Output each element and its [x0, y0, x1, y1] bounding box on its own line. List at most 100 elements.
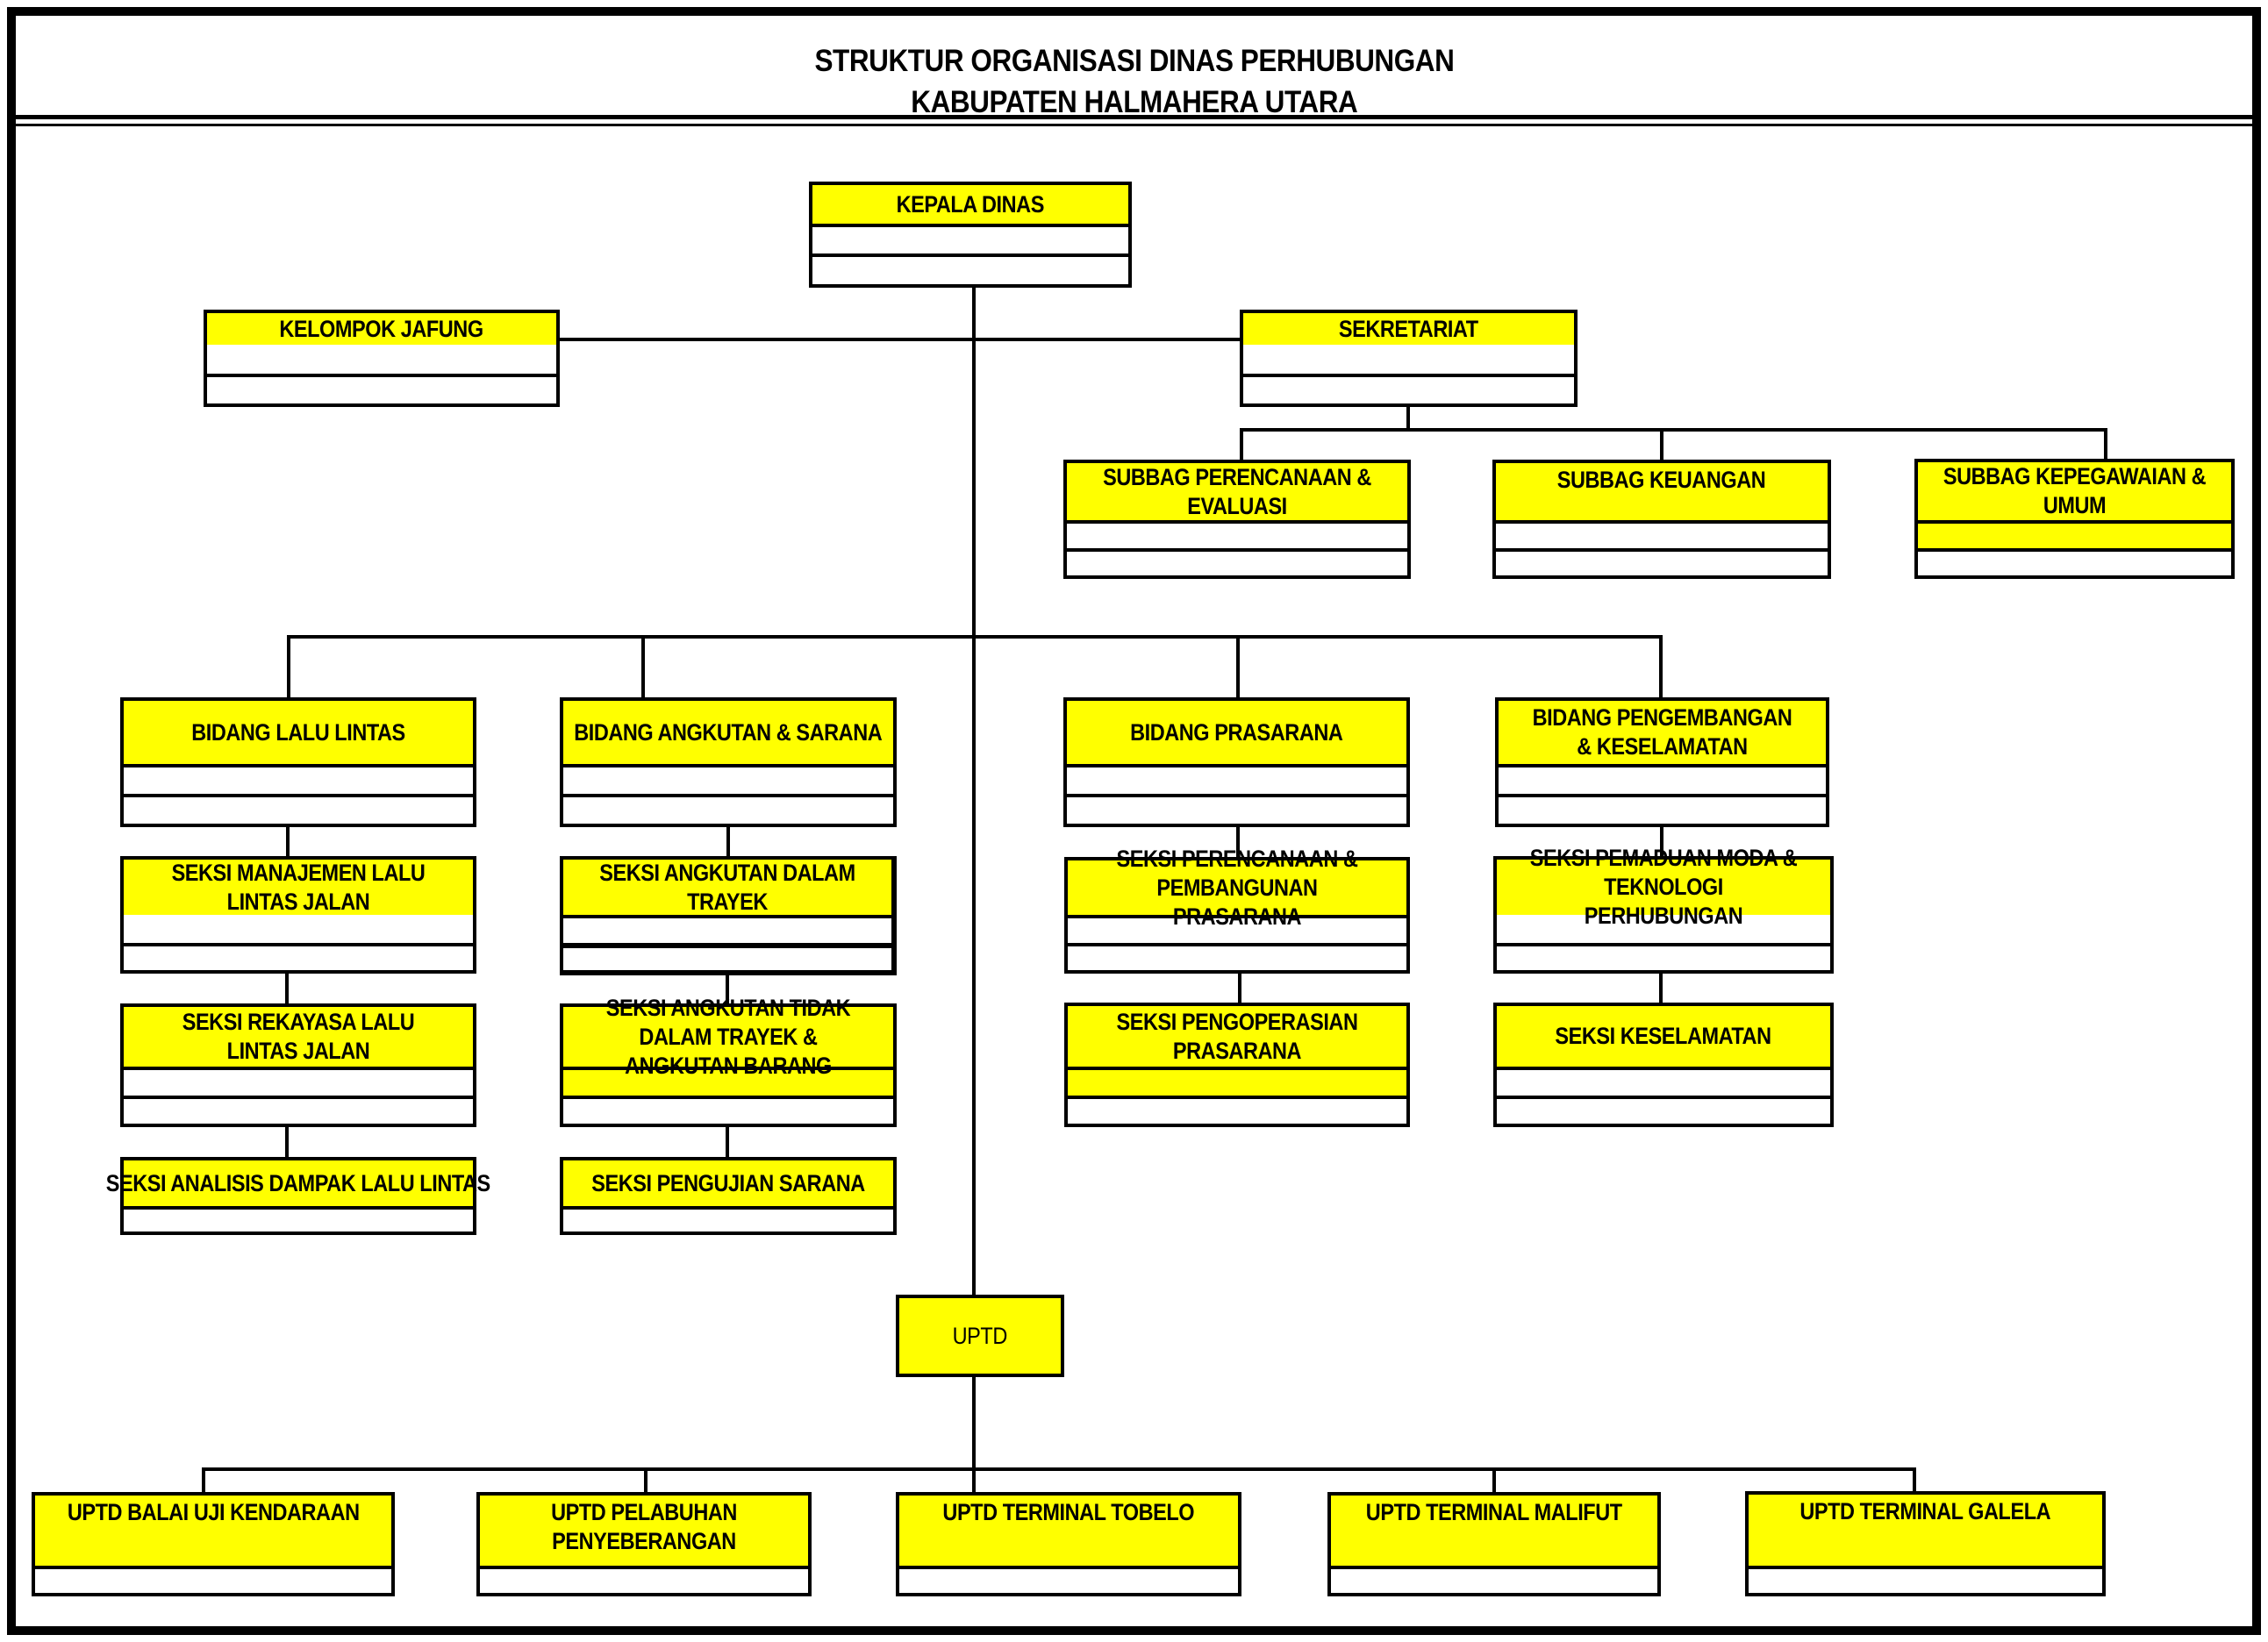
org-box-seksi-rekayasa-lalu-lintas-jalan: SEKSI REKAYASA LALU LINTAS JALAN [120, 1003, 476, 1127]
org-box-seksi-analisis-dampak-lalu-lintas-blank-row-1 [124, 1206, 473, 1232]
org-box-sekretariat: SEKRETARIAT [1240, 310, 1578, 407]
org-box-uptd-balai-uji-kendaraan: UPTD BALAI UJI KENDARAAN [32, 1492, 395, 1596]
org-box-label-seksi-angkutan-tidak-dalam-trayek: SEKSI ANGKUTAN TIDAK DALAM TRAYEK & ANGK… [605, 994, 851, 1079]
connector-drop-subbag-perencanaan [1240, 428, 1243, 460]
org-box-header-uptd-terminal-malifut: UPTD TERMINAL MALIFUT [1331, 1496, 1657, 1566]
org-box-label-uptd: UPTD [952, 1322, 1008, 1349]
org-box-seksi-pengoperasian-prasarana-blank-row-2 [1068, 1096, 1406, 1124]
org-box-seksi-keselamatan-blank-row-1 [1497, 1067, 1830, 1096]
org-box-label-seksi-analisis-dampak-lalu-lintas: SEKSI ANALISIS DAMPAK LALU LINTAS [105, 1169, 491, 1196]
org-box-seksi-manajemen-lalu-lintas-jalan-blank-row-2 [124, 943, 473, 970]
chart-title-line1: STRUKTUR ORGANISASI DINAS PERHUBUNGAN [814, 44, 1454, 78]
org-box-label-uptd-terminal-tobelo: UPTD TERMINAL TOBELO [942, 1499, 1195, 1525]
org-box-bidang-angkutan-sarana-blank-row-2 [563, 794, 893, 824]
org-box-label-bidang-lalu-lintas: BIDANG LALU LINTAS [191, 718, 405, 746]
org-box-uptd-pelabuhan-penyeberangan: UPTD PELABUHAN PENYEBERANGAN [476, 1492, 812, 1596]
org-box-seksi-pemaduan-moda-teknologi-blank-row-1 [1497, 915, 1830, 943]
org-box-kelompok-jafung-blank-row-1 [207, 345, 556, 374]
org-box-seksi-angkutan-dalam-trayek: SEKSI ANGKUTAN DALAM TRAYEK [560, 856, 897, 975]
org-box-kelompok-jafung-blank-row-2 [207, 374, 556, 403]
chart-title: STRUKTUR ORGANISASI DINAS PERHUBUNGAN KA… [0, 40, 2268, 123]
connector-bidang-distribution [287, 635, 1663, 639]
org-box-label-seksi-pemaduan-moda-teknologi: SEKSI PEMADUAN MODA & TEKNOLOGI PERHUBUN… [1529, 845, 1798, 929]
chart-title-line2: KABUPATEN HALMAHERA UTARA [910, 85, 1358, 119]
org-box-header-seksi-pengujian-sarana: SEKSI PENGUJIAN SARANA [563, 1160, 893, 1206]
org-box-seksi-analisis-dampak-lalu-lintas: SEKSI ANALISIS DAMPAK LALU LINTAS [106, 1157, 490, 1235]
org-box-subbag-keuangan-blank-row-1 [1496, 520, 1828, 548]
org-box-label-bidang-prasarana: BIDANG PRASARANA [1130, 718, 1343, 746]
org-box-uptd-terminal-tobelo: UPTD TERMINAL TOBELO [896, 1492, 1241, 1596]
org-box-header-seksi-angkutan-dalam-trayek: SEKSI ANGKUTAN DALAM TRAYEK [563, 860, 891, 915]
connector-drop-bidang-prasarana [1236, 635, 1240, 697]
org-box-header-bidang-prasarana: BIDANG PRASARANA [1067, 701, 1406, 764]
org-box-bidang-angkutan-sarana: BIDANG ANGKUTAN & SARANA [560, 697, 897, 827]
org-box-header-uptd-terminal-tobelo: UPTD TERMINAL TOBELO [899, 1496, 1238, 1566]
org-box-uptd-terminal-malifut-blank-row-1 [1331, 1566, 1657, 1593]
connector-drop-bidang-lalu-lintas [287, 635, 290, 697]
org-box-uptd-terminal-malifut: UPTD TERMINAL MALIFUT [1327, 1492, 1661, 1596]
connector-drop-subbag-kepegawaian [2104, 428, 2107, 459]
org-box-kepala-dinas: KEPALA DINAS [809, 182, 1132, 288]
connector-spine-top [972, 281, 976, 1295]
org-box-seksi-keselamatan: SEKSI KESELAMATAN [1493, 1003, 1834, 1127]
org-box-seksi-angkutan-tidak-dalam-trayek: SEKSI ANGKUTAN TIDAK DALAM TRAYEK & ANGK… [560, 995, 897, 1127]
connector-drop-subbag-keuangan [1660, 428, 1663, 460]
title-separator-thick [16, 115, 2252, 119]
org-box-label-seksi-manajemen-lalu-lintas-jalan: SEKSI MANAJEMEN LALU LINTAS JALAN [171, 859, 426, 915]
org-box-kepala-dinas-blank-row-2 [812, 253, 1128, 284]
org-box-seksi-pemaduan-moda-teknologi: SEKSI PEMADUAN MODA & TEKNOLOGI PERHUBUN… [1493, 845, 1834, 974]
org-box-header-kelompok-jafung: KELOMPOK JAFUNG [207, 313, 556, 345]
connector-col2-link-c [726, 1127, 729, 1157]
org-box-label-uptd-balai-uji-kendaraan: UPTD BALAI UJI KENDARAAN [67, 1499, 360, 1525]
org-box-seksi-keselamatan-blank-row-2 [1497, 1096, 1830, 1124]
org-box-header-uptd-balai-uji-kendaraan: UPTD BALAI UJI KENDARAAN [35, 1496, 391, 1566]
org-box-seksi-angkutan-tidak-dalam-trayek-blank-row-1 [563, 1067, 893, 1096]
org-box-bidang-prasarana-blank-row-1 [1067, 764, 1406, 794]
org-box-seksi-manajemen-lalu-lintas-jalan-blank-row-1 [124, 915, 473, 943]
org-box-subbag-perencanaan-evaluasi-blank-row-1 [1067, 520, 1407, 548]
org-box-seksi-pengujian-sarana-blank-row-1 [563, 1206, 893, 1232]
org-box-kelompok-jafung: KELOMPOK JAFUNG [204, 310, 560, 407]
org-box-header-bidang-lalu-lintas: BIDANG LALU LINTAS [124, 701, 473, 764]
org-box-seksi-angkutan-tidak-dalam-trayek-blank-row-2 [563, 1096, 893, 1124]
org-box-seksi-manajemen-lalu-lintas-jalan: SEKSI MANAJEMEN LALU LINTAS JALAN [120, 856, 476, 974]
org-box-label-bidang-angkutan-sarana: BIDANG ANGKUTAN & SARANA [574, 718, 883, 746]
org-box-label-subbag-keuangan: SUBBAG KEUANGAN [1557, 467, 1766, 493]
org-box-label-sekretariat: SEKRETARIAT [1339, 315, 1478, 342]
org-box-label-uptd-terminal-galela: UPTD TERMINAL GALELA [1799, 1498, 2051, 1524]
org-box-sekretariat-blank-row-1 [1243, 345, 1574, 374]
org-box-bidang-pengembangan-keselamatan: BIDANG PENGEMBANGAN & KESELAMATAN [1495, 697, 1829, 827]
org-box-seksi-perencanaan-pembangunan-prasarana-blank-row-1 [1068, 915, 1406, 943]
org-box-uptd: UPTD [896, 1295, 1064, 1377]
connector-drop-bidang-pengembangan [1659, 635, 1663, 697]
org-box-subbag-perencanaan-evaluasi-blank-row-2 [1067, 548, 1407, 575]
connector-col1-link-c [285, 1127, 289, 1157]
org-box-seksi-pengoperasian-prasarana: SEKSI PENGOPERASIAN PRASARANA [1064, 1003, 1410, 1127]
org-box-seksi-rekayasa-lalu-lintas-jalan-blank-row-2 [124, 1096, 473, 1124]
connector-col4-link-a [1660, 827, 1663, 856]
org-box-label-kepala-dinas: KEPALA DINAS [896, 190, 1045, 218]
org-box-subbag-kepegawaian-umum-blank-row-1 [1918, 520, 2231, 548]
connector-col2-link-b [726, 974, 729, 1003]
connector-drop-uptd-balai [202, 1467, 205, 1492]
org-box-seksi-perencanaan-pembangunan-prasarana-blank-row-2 [1068, 943, 1406, 970]
org-box-label-kelompok-jafung: KELOMPOK JAFUNG [279, 315, 484, 342]
connector-col3-link-b [1238, 974, 1241, 1003]
org-box-seksi-angkutan-dalam-trayek-blank-row-2 [563, 943, 891, 970]
org-box-label-seksi-pengujian-sarana: SEKSI PENGUJIAN SARANA [591, 1169, 865, 1196]
connector-sekretariat-exit [1406, 400, 1410, 432]
title-separator-thin [16, 124, 2252, 126]
connector-drop-uptd-pelabuhan [644, 1467, 647, 1492]
connector-uptd-distribution [202, 1467, 1916, 1471]
org-box-uptd-terminal-galela: UPTD TERMINAL GALELA [1745, 1491, 2106, 1596]
org-box-uptd-pelabuhan-penyeberangan-blank-row-1 [480, 1566, 808, 1593]
org-box-label-seksi-keselamatan: SEKSI KESELAMATAN [1555, 1023, 1772, 1049]
org-box-label-subbag-kepegawaian-umum: SUBBAG KEPEGAWAIAN & UMUM [1942, 463, 2207, 518]
org-box-subbag-kepegawaian-umum-blank-row-2 [1918, 548, 2231, 575]
org-box-seksi-pemaduan-moda-teknologi-blank-row-2 [1497, 943, 1830, 970]
org-box-header-seksi-pengoperasian-prasarana: SEKSI PENGOPERASIAN PRASARANA [1068, 1006, 1406, 1067]
org-box-header-seksi-keselamatan: SEKSI KESELAMATAN [1497, 1006, 1830, 1067]
connector-col4-link-b [1659, 974, 1663, 1003]
org-box-seksi-pengujian-sarana: SEKSI PENGUJIAN SARANA [560, 1157, 897, 1235]
org-box-header-seksi-angkutan-tidak-dalam-trayek: SEKSI ANGKUTAN TIDAK DALAM TRAYEK & ANGK… [563, 995, 893, 1079]
